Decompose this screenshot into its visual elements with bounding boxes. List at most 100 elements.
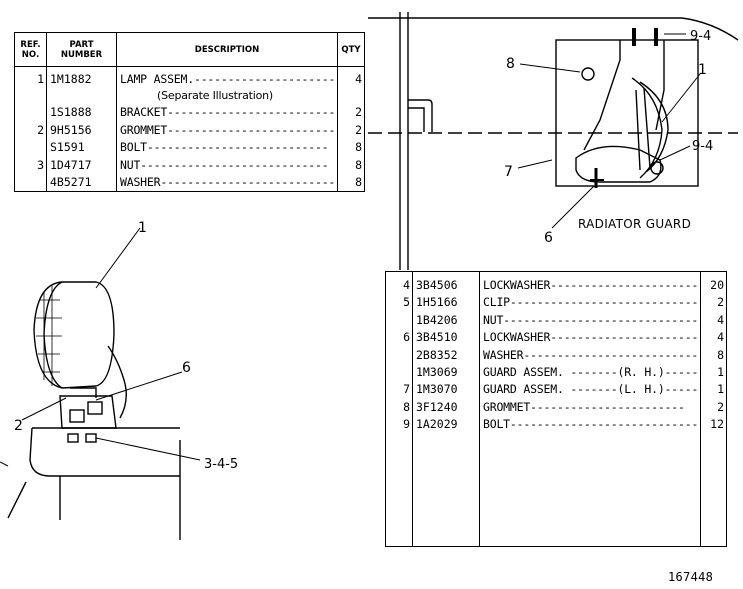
table-row: 2 9H5156 GROMMET------------------------… — [14, 121, 365, 140]
header-description: DESCRIPTION — [116, 32, 338, 67]
figure-number: 167448 — [668, 570, 714, 584]
part-number-cell: 1D4717 — [46, 156, 117, 175]
part-number-cell: 1M3069 — [412, 364, 480, 382]
callout-lamp-1: 1 — [138, 220, 147, 236]
description-cell: LOCKWASHER----------------------- — [479, 271, 701, 295]
ref-cell: 6 — [385, 329, 413, 347]
ref-cell: 7 — [385, 381, 413, 399]
part-number-cell: 1A2029 — [412, 416, 480, 434]
qty-cell: 20 — [710, 278, 724, 292]
ref-cell: 9 — [385, 416, 413, 434]
description-cell: NUT---------------------------- — [116, 156, 338, 175]
description-cell: LOCKWASHER----------------------- — [479, 329, 701, 347]
qty-cell: 2 — [355, 105, 362, 120]
description-cell: LAMP ASSEM.----------------------- — [116, 66, 338, 89]
qty-cell: 2 — [355, 122, 362, 137]
table-row: 4 3B4506 LOCKWASHER---------------------… — [385, 271, 727, 295]
table-row: 1B4206 NUT------------------------------… — [385, 311, 727, 330]
ref-cell — [14, 104, 47, 122]
description-cell: BOLT--------------------------- — [116, 139, 338, 157]
ref-cell: 2 — [14, 121, 47, 140]
description-cell: BOLT------------------------------ — [479, 416, 701, 434]
description-cell: BRACKET------------------------- — [116, 104, 338, 122]
ref-cell — [14, 88, 47, 105]
description-cell: CLIP----------------------------- — [479, 294, 701, 312]
callout-guard-6: 6 — [544, 230, 553, 246]
part-number-cell: 3B4506 — [412, 271, 480, 295]
qty-cell: 8 — [355, 140, 362, 155]
table-row: 2B8352 WASHER---------------------------… — [385, 346, 727, 365]
table-blank-row — [385, 433, 727, 547]
callout-lamp-6: 6 — [182, 360, 191, 376]
table-row: 4B5271 WASHER-------------------------- … — [14, 174, 365, 192]
description-cell: WASHER--------------------------- — [479, 346, 701, 365]
description-cell: (Separate Illustration) — [116, 88, 338, 105]
radiator-guard-drawing — [368, 12, 739, 270]
ref-cell — [14, 139, 47, 157]
blank-cell — [479, 433, 701, 547]
qty-cell: 4 — [717, 312, 724, 327]
part-number-cell: 1M1882 — [46, 66, 117, 89]
parts-table-top: REF. NO. PART NUMBER DESCRIPTION QTY 1 1… — [14, 32, 365, 193]
callout-3-4-5: 3-4-5 — [204, 457, 238, 472]
part-number-cell: 3B4510 — [412, 329, 480, 347]
part-number-cell: 4B5271 — [46, 174, 117, 192]
description-cell: GROMMET----------------------- — [479, 398, 701, 417]
qty-cell: 8 — [355, 157, 362, 172]
ref-cell: 1 — [14, 66, 47, 89]
table-header-row: REF. NO. PART NUMBER DESCRIPTION QTY — [14, 32, 365, 67]
callout-8: 8 — [506, 56, 515, 72]
table-row: 6 3B4510 LOCKWASHER---------------------… — [385, 329, 727, 347]
qty-cell: 1 — [717, 382, 724, 397]
part-number-cell: 1S1888 — [46, 104, 117, 122]
ref-cell — [385, 364, 413, 382]
qty-cell: 12 — [710, 417, 724, 432]
header-ref-no: REF. NO. — [14, 32, 47, 67]
header-qty: QTY — [337, 32, 365, 67]
ref-cell: 5 — [385, 294, 413, 312]
part-number-cell: S1591 — [46, 139, 117, 157]
description-cell: WASHER-------------------------- — [116, 174, 338, 192]
blank-cell — [385, 433, 413, 547]
callout-guard-1: 1 — [698, 62, 707, 78]
table-row: S1591 BOLT--------------------------- 8 — [14, 139, 365, 157]
part-number-cell: 9H5156 — [46, 121, 117, 140]
description-cell: GUARD ASSEM. -------(L. H.)-------- — [479, 381, 701, 399]
qty-cell: 4 — [717, 330, 724, 345]
description-cell: GROMMET------------------------- — [116, 121, 338, 140]
qty-cell: 2 — [717, 295, 724, 310]
description-cell: GUARD ASSEM. -------(R. H.)-------- — [479, 364, 701, 382]
callout-lamp-2: 2 — [14, 418, 23, 434]
part-number-cell: 2B8352 — [412, 346, 480, 365]
ref-cell — [385, 311, 413, 330]
ref-cell: 3 — [14, 156, 47, 175]
table-row: 1S1888 BRACKET------------------------- … — [14, 104, 365, 122]
table-row: 3 1D4717 NUT----------------------------… — [14, 156, 365, 175]
ref-cell: 4 — [385, 271, 413, 295]
table-row: 9 1A2029 BOLT---------------------------… — [385, 416, 727, 434]
table-row: (Separate Illustration) — [14, 88, 365, 105]
ref-cell — [14, 174, 47, 192]
blank-cell — [701, 434, 727, 547]
qty-cell: 4 — [355, 72, 362, 86]
ref-cell: 8 — [385, 398, 413, 417]
table-row: 1M3069 GUARD ASSEM. -------(R. H.)------… — [385, 364, 727, 382]
table-row: 8 3F1240 GROMMET----------------------- … — [385, 398, 727, 417]
blank-cell — [412, 433, 480, 547]
part-number-cell: 3F1240 — [412, 398, 480, 417]
callout-9-4-mid: 9-4 — [692, 139, 713, 154]
parts-table-bottom: 4 3B4506 LOCKWASHER---------------------… — [385, 271, 727, 547]
lamp-drawing — [0, 227, 201, 540]
header-part-number: PART NUMBER — [46, 32, 117, 67]
part-number-cell — [46, 88, 117, 105]
table-row: 5 1H5166 CLIP---------------------------… — [385, 294, 727, 312]
qty-cell: 2 — [717, 399, 724, 414]
qty-cell — [338, 88, 365, 104]
description-cell: NUT------------------------------ — [479, 311, 701, 330]
table-row: 1 1M1882 LAMP ASSEM.--------------------… — [14, 66, 365, 89]
qty-cell: 1 — [717, 365, 724, 380]
callout-7: 7 — [504, 164, 513, 180]
callout-9-4-top: 9-4 — [690, 29, 711, 44]
qty-cell: 8 — [355, 175, 362, 190]
